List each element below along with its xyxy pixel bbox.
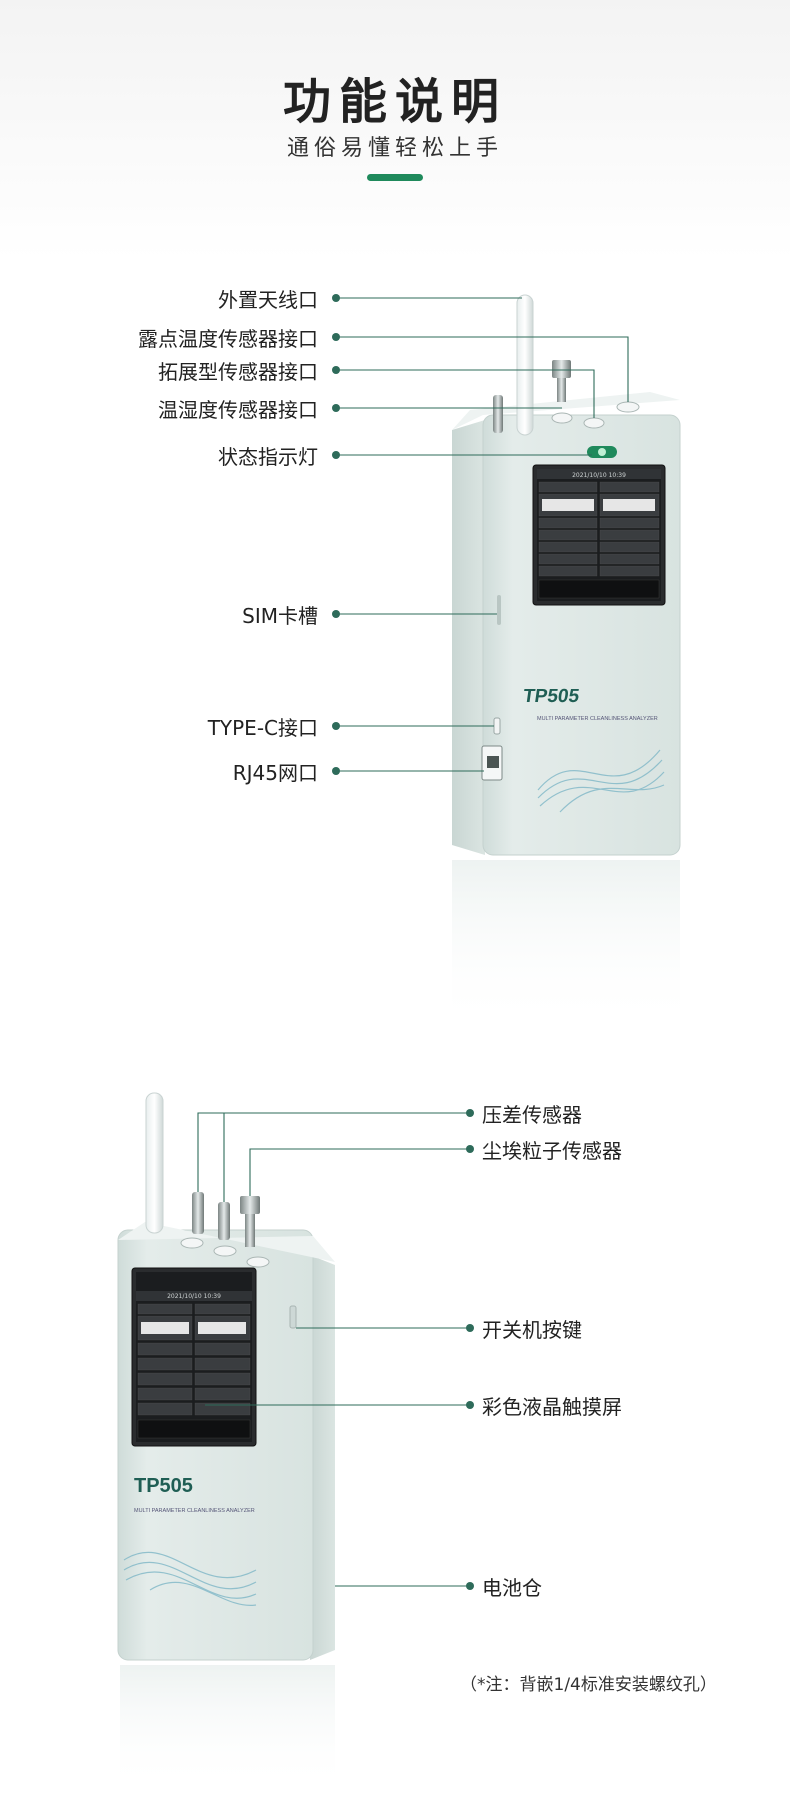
label-battery: 电池仓	[482, 1576, 542, 1600]
temp-humidity-port-icon	[583, 417, 605, 429]
device2-antenna-icon	[145, 1092, 164, 1234]
device2-screen-time: 2021/10/10 10:39	[167, 1293, 221, 1300]
power-key-icon	[289, 1305, 297, 1329]
device2-touch-screen: 2021/10/10 10:39	[131, 1267, 257, 1447]
expansion-probe-icon	[557, 362, 566, 402]
device2-subtitle-text: MULTI PARAMETER CLEANLINESS ANALYZER	[134, 1508, 255, 1514]
device-side-face	[452, 420, 485, 855]
label-power-key: 开关机按键	[482, 1318, 582, 1342]
wave-decoration	[537, 749, 665, 813]
device-side-view: 2021/10/10 10:39 TP505 MULTI PARAMETER C…	[117, 1092, 335, 1790]
touch-screen: 2021/10/10 10:39	[532, 464, 666, 606]
label-expansion-port: 拓展型传感器接口	[158, 360, 318, 384]
label-status-light: 状态指示灯	[218, 445, 318, 469]
dust-probe-icon	[245, 1205, 255, 1247]
sim-slot-icon	[497, 595, 501, 625]
label-type-c-port: TYPE-C接口	[207, 716, 318, 740]
antenna-icon	[516, 294, 534, 436]
page-subtitle: 通俗易懂轻松上手	[286, 136, 503, 161]
front-callout-lines	[332, 294, 629, 775]
label-antenna-port: 外置天线口	[218, 288, 318, 312]
device2-wave-decoration	[123, 1551, 257, 1606]
device-model-text: TP505	[522, 686, 581, 707]
expansion-port-icon	[551, 412, 573, 424]
device-subtitle-text: MULTI PARAMETER CLEANLINESS ANALYZER	[537, 716, 658, 722]
label-temp-humidity-port: 温湿度传感器接口	[158, 398, 318, 422]
device-top-face	[452, 392, 680, 430]
label-touch-screen: 彩色液晶触摸屏	[482, 1395, 622, 1419]
label-rj45-port: RJ45网口	[232, 761, 318, 785]
device2-model-text: TP505	[134, 1475, 193, 1497]
pressure-fitting-icon-2	[218, 1202, 230, 1240]
device2-reflection	[120, 1665, 335, 1790]
screen-time: 2021/10/10 10:39	[572, 472, 626, 479]
pressure-fitting-icon	[192, 1192, 204, 1234]
label-dust-sensor: 尘埃粒子传感器	[482, 1139, 622, 1163]
side-callout-lines	[197, 1109, 474, 1590]
page-title: 功能说明	[282, 74, 507, 130]
label-sim-slot: SIM卡槽	[242, 604, 318, 628]
label-dew-point-port: 露点温度传感器接口	[138, 327, 318, 351]
title-underline	[367, 174, 423, 181]
device-front-view: 2021/10/10 10:39 TP505 MULTI PARAMETER C…	[452, 294, 681, 1030]
label-pressure-sensor: 压差传感器	[482, 1103, 582, 1127]
dew-point-port-icon	[616, 401, 640, 413]
fitting-icon	[493, 395, 503, 433]
footnote: （*注：背嵌1/4标准安装螺纹孔）	[460, 1675, 717, 1695]
type-c-port-icon	[493, 717, 501, 735]
device-reflection	[452, 860, 680, 1030]
device2-top-face	[118, 1222, 335, 1262]
device2-side-face	[310, 1255, 335, 1660]
